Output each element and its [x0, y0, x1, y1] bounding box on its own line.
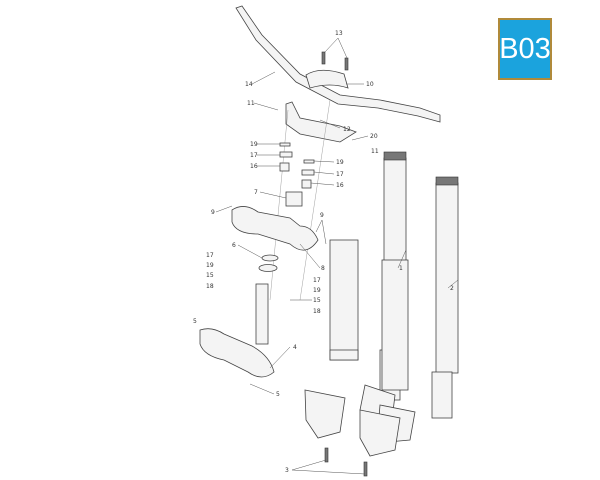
- callout: 5: [276, 391, 280, 398]
- spacer: [279, 162, 290, 172]
- callout: 15: [313, 297, 321, 304]
- section-badge: B03: [498, 18, 552, 80]
- callout: 19: [313, 287, 321, 294]
- callout: 4: [293, 344, 297, 351]
- handlebar: [235, 5, 441, 123]
- bearing: [261, 254, 279, 262]
- bearing: [258, 264, 278, 272]
- callout: 17: [206, 252, 214, 259]
- callout: 8: [321, 265, 325, 272]
- callout: 19: [206, 262, 214, 269]
- callout: 16: [250, 163, 258, 170]
- lower-triple-clamp: [199, 328, 275, 378]
- riser-bracket: [285, 101, 357, 143]
- callout: 10: [366, 81, 374, 88]
- callout: 18: [313, 308, 321, 315]
- callout: 1: [399, 265, 403, 272]
- fork-leg-1-lower: [304, 239, 359, 463]
- callout: 3: [285, 467, 289, 474]
- callout: 9: [211, 209, 215, 216]
- callout-labels: 13 10 14 11 12 20 19 11 17 19 16 17 16 7…: [193, 30, 454, 474]
- callout: 11: [371, 148, 379, 155]
- washer: [303, 159, 315, 164]
- callout: 18: [206, 283, 214, 290]
- clamp-bolt: [321, 51, 326, 65]
- leader-lines: [215, 37, 459, 475]
- steering-stem: [255, 283, 269, 345]
- callout: 20: [370, 133, 378, 140]
- callout: 14: [245, 81, 253, 88]
- callout: 16: [336, 182, 344, 189]
- steering-nut: [285, 191, 303, 207]
- callout: 13: [335, 30, 343, 37]
- callout: 6: [232, 242, 236, 249]
- callout: 17: [250, 152, 258, 159]
- handlebar-clamp: [305, 69, 349, 89]
- bushing: [279, 151, 293, 158]
- clamp-bolt: [344, 57, 349, 71]
- washer: [279, 142, 291, 147]
- callout: 19: [250, 141, 258, 148]
- upper-triple-clamp: [231, 206, 319, 251]
- fork-leg-2-lower: [359, 259, 409, 477]
- bushing: [301, 169, 315, 176]
- callout: 17: [336, 171, 344, 178]
- callout: 17: [313, 277, 321, 284]
- spacer: [301, 179, 312, 189]
- callout: 2: [450, 285, 454, 292]
- callout: 12: [343, 126, 351, 133]
- callout: 11: [247, 100, 255, 107]
- callout: 19: [336, 159, 344, 166]
- callout: 9: [320, 212, 324, 219]
- callout: 5: [193, 318, 197, 325]
- callout: 15: [206, 272, 214, 279]
- callout: 7: [254, 189, 258, 196]
